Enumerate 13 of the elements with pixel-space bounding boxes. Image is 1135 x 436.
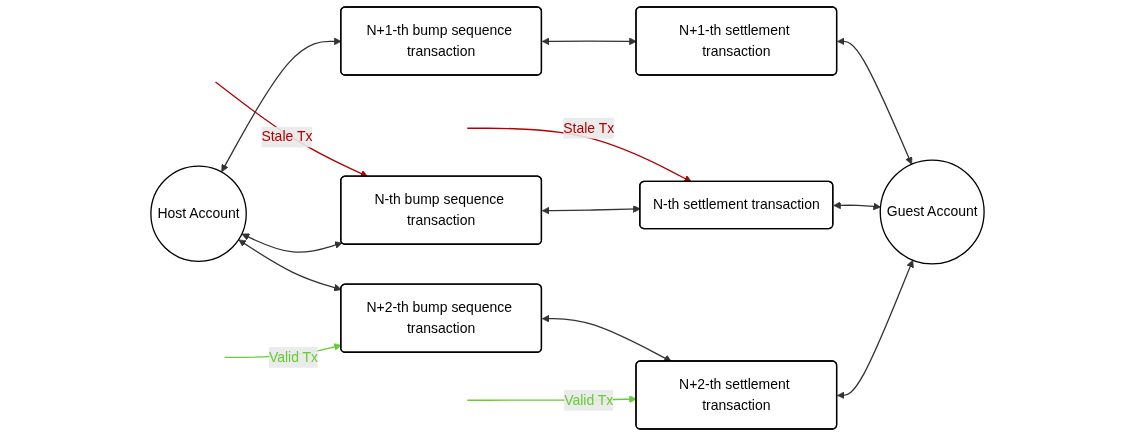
node-circle: Host Account: [150, 165, 247, 263]
edge-label: Valid Tx: [268, 349, 319, 365]
arrow: [837, 37, 913, 165]
edge-label: Stale Tx: [261, 129, 313, 145]
edge-label: Stale Tx: [563, 120, 615, 136]
node-circle: Guest Account: [879, 159, 985, 265]
arrow: [833, 201, 881, 211]
arrow: [241, 233, 343, 253]
arrow: [238, 239, 342, 292]
arrow: [214, 81, 369, 178]
arrow: [541, 314, 672, 362]
arrow: [837, 259, 914, 400]
edge-label: Valid Tx: [564, 392, 614, 408]
